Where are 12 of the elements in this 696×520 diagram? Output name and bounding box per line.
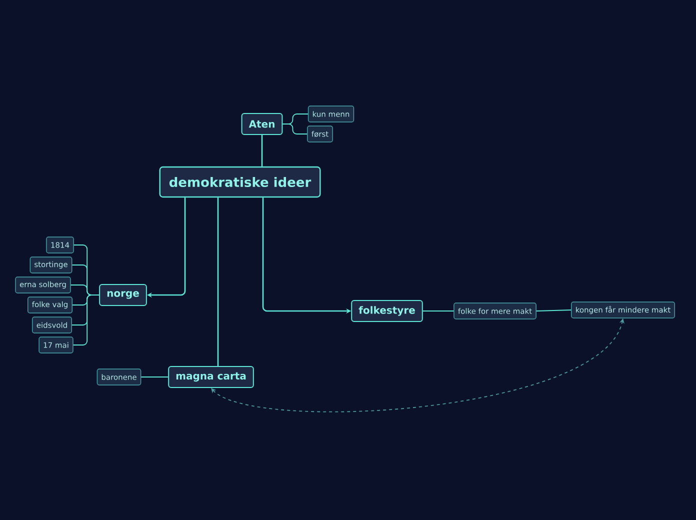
topic-box: norge xyxy=(99,284,147,306)
topic-box: Aten xyxy=(241,113,283,135)
connector xyxy=(282,124,308,134)
connector xyxy=(261,135,263,166)
connector xyxy=(422,310,454,312)
connector xyxy=(536,310,572,312)
connector xyxy=(140,376,169,378)
central-topic-box: demokratiske ideer xyxy=(159,166,321,198)
connector xyxy=(72,294,100,346)
connector xyxy=(217,198,219,366)
topic-box: folkestyre xyxy=(351,300,423,322)
topic-box: magna carta xyxy=(168,366,254,388)
